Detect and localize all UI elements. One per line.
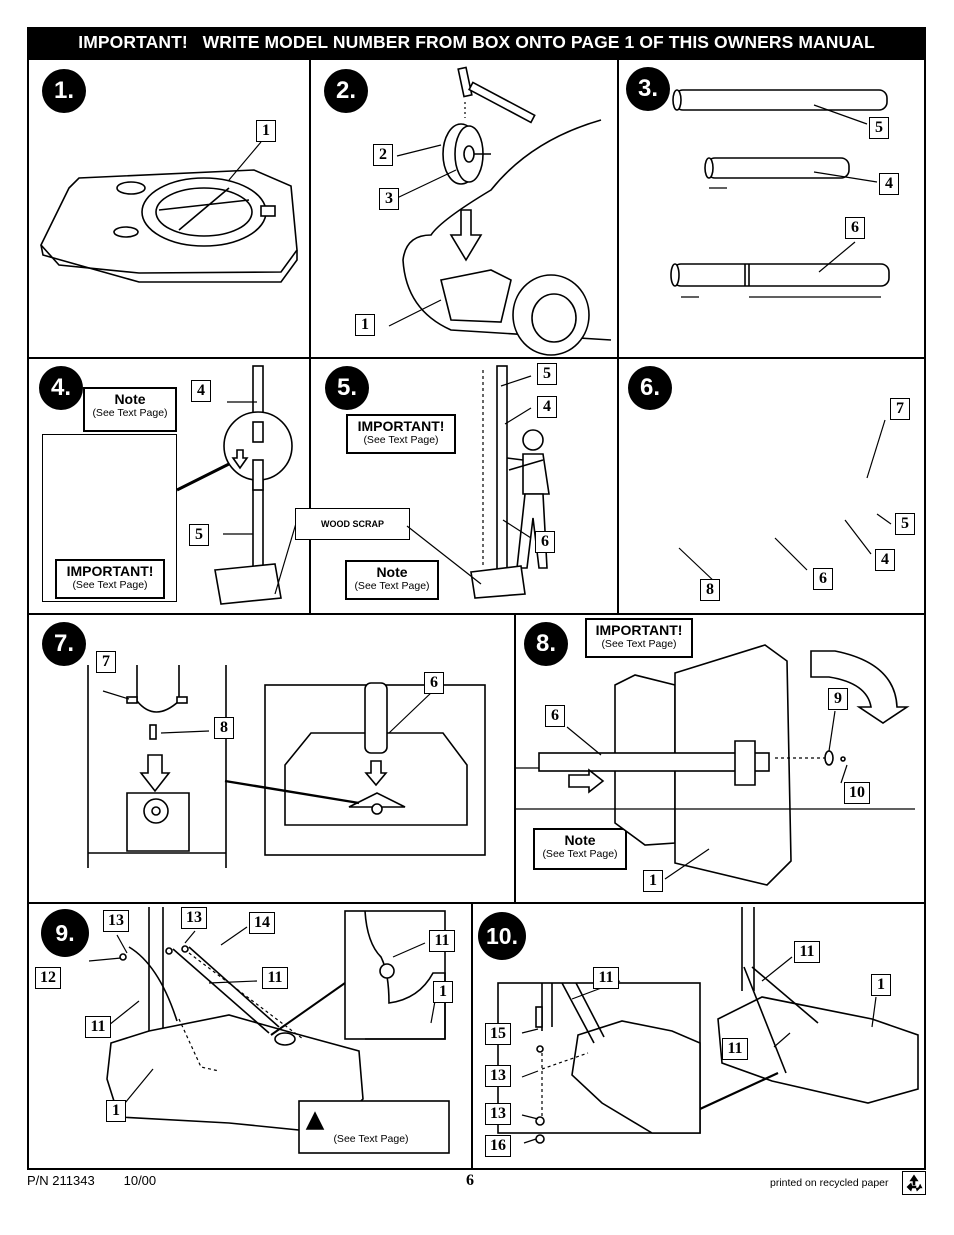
- step-number: 6.: [628, 366, 672, 410]
- part-label: 6: [535, 531, 555, 553]
- leader-lines: [678, 419, 892, 585]
- part-label: 3: [379, 188, 399, 210]
- part-label: 1: [433, 981, 453, 1003]
- part-label: 1: [256, 120, 276, 142]
- recycled-note: printed on recycled paper: [770, 1177, 889, 1189]
- part-label: 5: [869, 117, 889, 139]
- step-number: 2.: [324, 69, 368, 113]
- part-number: P/N 211343 10/00: [27, 1173, 157, 1188]
- part-label: 13: [485, 1065, 511, 1087]
- note-box: Note (See Text Page): [533, 828, 627, 870]
- step-8-panel: 8. IMPORTANT! (See Text Page) Note (See …: [515, 613, 924, 901]
- part-label: 15: [485, 1023, 511, 1045]
- important-box: IMPORTANT! (See Text Page): [346, 414, 456, 454]
- step-number: 10.: [478, 912, 526, 960]
- poles-illustration: [670, 89, 890, 298]
- pole-join-illustration: [176, 365, 298, 605]
- part-label: 4: [537, 396, 557, 418]
- page-number: 6: [466, 1172, 474, 1189]
- part-label: 7: [96, 651, 116, 673]
- important-box: IMPORTANT! (See Text Page): [585, 618, 693, 658]
- brace-illustration: [88, 907, 450, 1154]
- step-9-panel: 9.: [29, 903, 470, 1169]
- part-label: 5: [895, 513, 915, 535]
- step-7-panel: 7. 7 8 6: [29, 613, 513, 901]
- step-number: 4.: [39, 366, 83, 410]
- part-label: 4: [879, 173, 899, 195]
- part-label: 11: [85, 1016, 111, 1038]
- part-label: 13: [485, 1103, 511, 1125]
- step-1-panel: 1. 1: [29, 60, 309, 356]
- step-number: 7.: [42, 622, 86, 666]
- brace-bolt-illustration: [497, 907, 919, 1144]
- part-label: 11: [262, 967, 288, 989]
- part-label: 7: [890, 398, 910, 420]
- base-illustration: [40, 141, 298, 283]
- part-label: 1: [106, 1100, 126, 1122]
- part-label: 13: [103, 910, 129, 932]
- step-5-panel: 5. IMPORTANT! (See Text Page) Note (See …: [311, 358, 617, 611]
- warning-text: (See Text Page): [333, 1133, 409, 1145]
- part-label: 5: [537, 363, 557, 385]
- part-label: 14: [249, 912, 275, 934]
- part-label: 10: [844, 782, 870, 804]
- important-box: IMPORTANT! (See Text Page): [55, 559, 165, 599]
- step-3-panel: 3. 5 4 6: [619, 60, 924, 356]
- step-number: 1.: [42, 69, 86, 113]
- part-label: 4: [875, 549, 895, 571]
- instruction-grid: [27, 58, 926, 1170]
- part-label: 2: [373, 144, 393, 166]
- part-label: 11: [722, 1038, 748, 1060]
- part-label: 11: [429, 930, 455, 952]
- part-label: 9: [828, 688, 848, 710]
- step-4-panel: 4. Note (See Text Page) IMPORTANT! (See …: [29, 358, 410, 611]
- step-number: 5.: [325, 366, 369, 410]
- step-6-panel: 6. 7 5 4 6 8: [619, 358, 924, 611]
- part-label: 11: [593, 967, 619, 989]
- part-label: 8: [700, 579, 720, 601]
- step-number: 3.: [626, 67, 670, 111]
- step-number: 8.: [524, 622, 568, 666]
- wheel-illustration: [388, 66, 612, 356]
- part-label: 8: [214, 717, 234, 739]
- print-date: 10/00: [123, 1173, 157, 1188]
- note-box: Note (See Text Page): [345, 560, 439, 600]
- part-label: 13: [181, 907, 207, 929]
- part-label: 12: [35, 967, 61, 989]
- part-label: 6: [813, 568, 833, 590]
- base-tip-illustration: [515, 644, 915, 886]
- bracket-illustration: [87, 665, 486, 868]
- part-label: 16: [485, 1135, 511, 1157]
- part-label: 5: [189, 524, 209, 546]
- note-box: Note (See Text Page): [83, 387, 177, 432]
- part-label: 6: [424, 672, 444, 694]
- part-label: 6: [545, 705, 565, 727]
- part-label: 1: [871, 974, 891, 996]
- recycle-icon: [902, 1171, 926, 1195]
- wood-scrap-box: WOOD SCRAP: [295, 508, 410, 540]
- step-10-panel: 10.: [472, 903, 924, 1169]
- step-number: 9.: [41, 909, 89, 957]
- important-banner: IMPORTANT! WRITE MODEL NUMBER FROM BOX O…: [27, 27, 926, 58]
- part-label: 1: [643, 870, 663, 892]
- person-lifting-pole-illustration: [406, 365, 550, 599]
- part-label: 6: [845, 217, 865, 239]
- part-label: 11: [794, 941, 820, 963]
- part-label: 4: [191, 380, 211, 402]
- step-2-panel: 2. 2 3 1: [311, 60, 617, 356]
- part-label: 1: [355, 314, 375, 336]
